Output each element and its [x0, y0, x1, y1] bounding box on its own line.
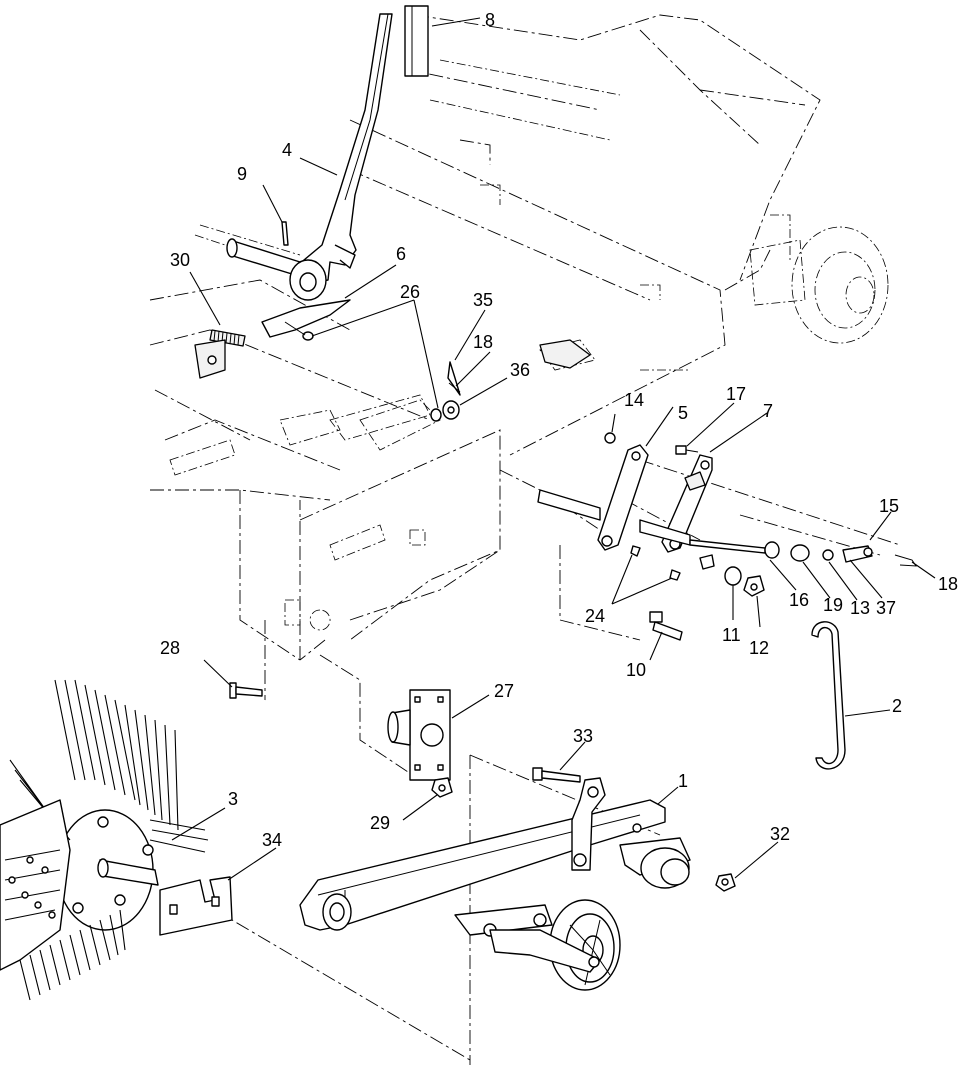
callout-14: 14: [624, 390, 644, 410]
callout-19: 19: [823, 595, 843, 615]
part-4-lever: [297, 13, 393, 286]
callout-28: 28: [160, 638, 180, 658]
callout-18-right: 18: [938, 574, 958, 594]
callout-18-top: 18: [473, 332, 493, 352]
part-6-latch: [261, 299, 351, 341]
callout-12: 12: [749, 638, 769, 658]
callout-labels: 8 4 9 30 6 26 35 18 36 14 5 17 7 15 18 2…: [160, 10, 958, 850]
frame-bracket: [194, 339, 591, 441]
part-5-link: [597, 444, 649, 551]
callout-13: 13: [850, 598, 870, 618]
callout-11: 11: [722, 625, 741, 645]
part-29-nut: [431, 777, 453, 798]
callout-16: 16: [789, 590, 809, 610]
leader-lines: [171, 17, 936, 881]
callout-27: 27: [494, 681, 514, 701]
part-7-link: [661, 454, 713, 553]
callout-35: 35: [473, 290, 493, 310]
part-1-arm: [299, 777, 691, 937]
callout-7: 7: [763, 401, 773, 421]
part-34-bracket: [159, 876, 233, 936]
part-3-rake: [0, 679, 209, 1001]
phantom-frame: [149, 14, 901, 1065]
caster-wheel: [489, 899, 621, 991]
part-2-hook-rod: [811, 621, 846, 770]
part-26-36-washers: [430, 361, 461, 422]
callout-6: 6: [396, 244, 406, 264]
callout-1: 1: [678, 771, 688, 791]
callout-36: 36: [510, 360, 530, 380]
callout-26: 26: [400, 282, 420, 302]
part-28-bolt: [229, 682, 263, 699]
callout-29: 29: [370, 813, 390, 833]
callout-10: 10: [626, 660, 646, 680]
callout-37: 37: [876, 598, 896, 618]
callout-15: 15: [879, 496, 899, 516]
callout-34: 34: [262, 830, 282, 850]
small-hardware: [604, 432, 765, 641]
callout-24: 24: [585, 606, 605, 626]
wheel-hub: [749, 214, 889, 344]
part-27-mount-plate: [387, 689, 451, 781]
callout-3: 3: [228, 789, 238, 809]
part-32-nut: [715, 873, 736, 892]
callout-4: 4: [282, 140, 292, 160]
callout-5: 5: [678, 403, 688, 423]
part-16-rod: [689, 539, 917, 570]
callout-32: 32: [770, 824, 790, 844]
callout-30: 30: [170, 250, 190, 270]
pivot-shaft: [194, 224, 327, 301]
part-9-pin: [281, 221, 289, 246]
part-8-handle-grip: [404, 5, 429, 77]
callout-17: 17: [726, 384, 746, 404]
callout-2: 2: [892, 696, 902, 716]
callout-8: 8: [485, 10, 495, 30]
part-33-bolt: [532, 767, 581, 783]
callout-33: 33: [573, 726, 593, 746]
callout-9: 9: [237, 164, 247, 184]
part-30-spring: [209, 329, 246, 347]
